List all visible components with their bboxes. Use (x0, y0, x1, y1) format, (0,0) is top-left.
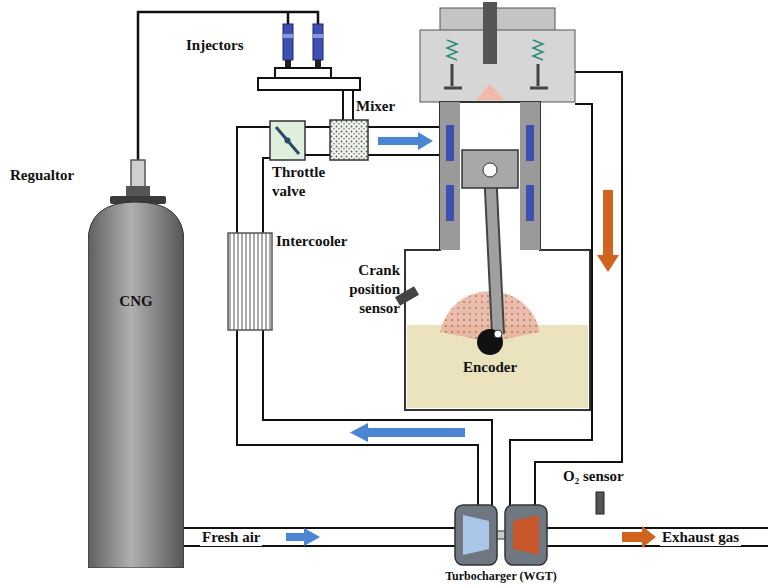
injector (313, 24, 323, 60)
engine-block (446, 125, 454, 161)
turbocharger (505, 505, 547, 565)
exhaust-pipe (510, 72, 768, 546)
intake-pipe (305, 127, 330, 155)
label-text: Turbocharger (WGT) (445, 569, 557, 584)
engine-block (526, 185, 534, 221)
flow-label: Exhaust gas (660, 528, 741, 546)
fresh-air-arrow (286, 528, 320, 546)
turbocharger (513, 515, 539, 555)
engine-block (405, 102, 590, 410)
part-label: Mixer (356, 97, 395, 116)
tank-body (88, 202, 184, 568)
fuel-rail (343, 90, 353, 120)
label-text: Mixer (356, 97, 395, 116)
exhaust-arrow (622, 526, 656, 548)
cylinder-head (420, 2, 575, 102)
piston-crank (483, 163, 497, 177)
gas-line (287, 12, 290, 24)
intercooler (228, 233, 272, 330)
turbocharger (455, 505, 497, 565)
cylinder-head (452, 64, 538, 86)
intake-pipe (368, 127, 440, 155)
label-text: Crank position sensor (338, 261, 400, 318)
exhaust-arrow (597, 190, 656, 548)
label-text: Fresh air (200, 529, 262, 546)
piston-crank (462, 150, 518, 188)
tank-outline (88, 200, 184, 568)
part-label: Encoder (463, 358, 517, 377)
engine-block (446, 185, 454, 221)
injector (313, 34, 323, 38)
part-label: Turbocharger (WGT) (445, 569, 557, 584)
fresh-air-pipe (184, 528, 455, 546)
turbocharger (455, 505, 547, 565)
node-text: CNG (88, 292, 184, 310)
part-label: Regualtor (10, 166, 74, 185)
label-text: O₂ sensor (563, 467, 624, 486)
piston-crank (477, 329, 503, 355)
injector (283, 34, 293, 38)
engine-block (520, 102, 540, 250)
fresh-air-arrow (286, 528, 320, 546)
injector (283, 24, 293, 60)
fuel-rail (258, 68, 360, 120)
throttle-valve (270, 121, 305, 160)
cylinder-head (483, 2, 497, 64)
o2-sensor (596, 492, 604, 514)
piston-crank (462, 150, 518, 355)
label-text: Throttle valve (272, 163, 336, 201)
injector (283, 24, 323, 69)
cylinder-head (420, 30, 575, 102)
throttle-valve (270, 121, 305, 160)
gas-cylinder: CNG (88, 200, 184, 568)
intercooler (228, 233, 272, 330)
flow-label: Fresh air (200, 528, 262, 546)
intake-arrow (378, 132, 433, 150)
mixer (330, 120, 368, 160)
intake-arrow (378, 132, 433, 150)
part-label: Injectors (186, 36, 243, 55)
exhaust-pipe (547, 528, 768, 546)
part-label: Throttle valve (272, 163, 336, 201)
piston-crank (494, 330, 502, 338)
tank-valve (110, 186, 166, 204)
mixer (330, 120, 368, 160)
piston-crank (490, 170, 498, 334)
turbocharger (463, 515, 489, 555)
fuel-rail (275, 68, 331, 78)
part-label: Crank position sensor (338, 261, 400, 318)
piston-crank (490, 170, 498, 334)
exhaust-pipe (510, 104, 592, 505)
part-label: O₂ sensor (563, 467, 624, 486)
label-text: Injectors (186, 36, 243, 55)
part-label: Intercooler (276, 232, 347, 251)
exhaust-arrow (597, 190, 619, 272)
engine-block (526, 125, 534, 161)
label-text: Exhaust gas (660, 529, 741, 546)
fuel-rail (258, 78, 360, 90)
cylinder-head (476, 84, 504, 100)
label-text: Regualtor (10, 166, 74, 185)
engine-block (440, 102, 460, 250)
charge-air-arrow (350, 423, 465, 442)
fresh-air-pipe (184, 528, 455, 546)
throttle-valve (276, 127, 299, 154)
cylinder-head (440, 8, 555, 32)
cylinder-head (444, 87, 548, 90)
o2-sensor (596, 492, 604, 514)
label-text: Intercooler (276, 232, 347, 251)
throttle-valve (285, 138, 291, 144)
engine-block (405, 102, 590, 410)
label-text: Encoder (463, 358, 517, 377)
engine-block (407, 325, 588, 408)
charge-air-arrow (350, 423, 465, 442)
